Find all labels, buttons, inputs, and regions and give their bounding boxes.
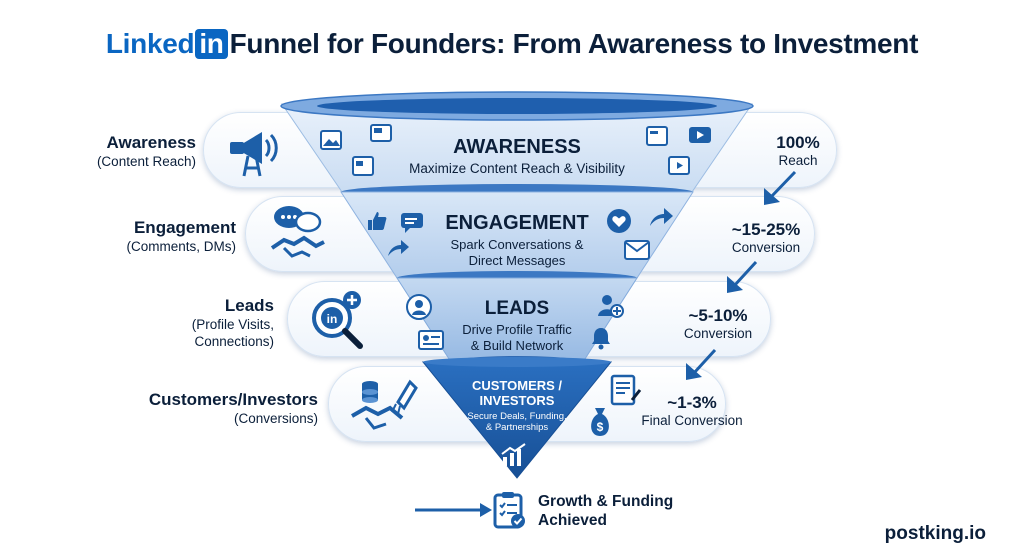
profile-card-icon [418,330,444,350]
funnel-stage-leads: LEADS Drive Profile Traffic & Build Netw… [440,298,594,354]
bell-icon [592,328,610,350]
stage-label-main: Leads [224,296,274,315]
repost-arrow-icon [650,208,673,226]
search-profile-icon: in [312,291,363,349]
thumbs-up-icon [368,212,387,230]
metric-value: ~15-25% [731,220,801,239]
funnel-description: Drive Profile Traffic [462,322,572,337]
metric-caption: Final Conversion [641,413,743,428]
stage-label-sub: Connections) [194,334,274,349]
title-text: Funnel for Founders: From Awareness to I… [229,28,919,59]
play-video-icon [689,127,711,143]
checklist-icon [493,492,525,529]
funnel-description: Secure Deals, Funding, [467,411,567,422]
funnel-description: & Partnerships [485,422,549,433]
heart-icon [607,209,631,233]
funnel-description: & Build Network [470,338,564,353]
brand-word: Linked [105,28,195,59]
footer-brand: postking.io [884,523,986,544]
megaphone-icon [230,132,278,177]
funnel-description: Maximize Content Reach & Visibility [409,161,625,176]
stage-label-awareness: Awareness (Content Reach) [97,133,196,170]
metric-caption: Conversion [731,240,801,255]
stage-label-sub: (Content Reach) [96,154,196,169]
funnel-heading: AWARENESS [453,136,581,158]
article-post-icon [352,156,374,176]
funnel-heading: CUSTOMERS / [471,378,563,393]
funnel-stage-awareness: AWARENESS Maximize Content Reach & Visib… [390,136,644,176]
goal-line: Achieved [538,512,607,529]
metric-value: ~1-3% [667,393,717,412]
add-connection-icon [598,295,624,318]
metric-value: 100% [776,133,820,152]
stage-label-sub: (Profile Visits, [191,317,274,332]
goal-line: Growth & Funding [538,493,674,510]
metric-caption: Reach [778,153,818,168]
goal-label: Growth & Funding Achieved [538,492,698,530]
funnel-description: Direct Messages [468,253,566,268]
svg-text:$: $ [597,420,604,434]
deal-rocket-icon [351,379,418,430]
metric-engagement: ~15-25% Conversion [716,220,816,255]
metric-customers: ~1-3% Final Conversion [632,393,752,428]
video-post-icon [370,124,392,142]
profile-avatar-icon [406,294,432,320]
video-reel-icon [668,156,690,175]
growth-chart-icon [501,443,526,466]
image-post-icon [320,130,342,150]
share-arrow-icon [388,240,409,256]
funnel-description: Spark Conversations & [450,237,584,252]
contract-document-icon [610,374,642,406]
mail-icon [624,240,650,260]
stage-label-main: Engagement [133,218,236,237]
metric-caption: Conversion [683,326,753,341]
linkedin-logo-badge: in [195,29,228,59]
feed-post-icon [646,126,668,146]
metric-leads: ~5-10% Conversion [670,306,766,341]
stage-label-engagement: Engagement (Comments, DMs) [126,218,236,255]
funnel-heading: INVESTORS [479,393,555,408]
funnel-heading: LEADS [484,298,550,319]
metric-value: ~5-10% [688,306,748,325]
funnel-stage-engagement: ENGAGEMENT Spark Conversations & Direct … [420,212,614,269]
svg-text:in: in [327,312,338,326]
stage-label-main: Customers/Investors [148,390,318,409]
funnel-heading: ENGAGEMENT [445,212,589,234]
stage-label-sub: (Conversions) [233,411,318,426]
funnel-stage-customers: CUSTOMERS / INVESTORS Secure Deals, Fund… [447,378,587,433]
money-bag-icon: $ [591,408,609,436]
stage-label-customers: Customers/Investors (Conversions) [149,390,318,427]
handshake-chat-icon [270,206,325,258]
stage-label-leads: Leads (Profile Visits, Connections) [192,296,274,350]
stage-label-sub: (Comments, DMs) [126,239,236,254]
comment-icon [401,213,423,233]
metric-awareness: 100% Reach [750,133,846,168]
stage-label-main: Awareness [106,133,196,152]
